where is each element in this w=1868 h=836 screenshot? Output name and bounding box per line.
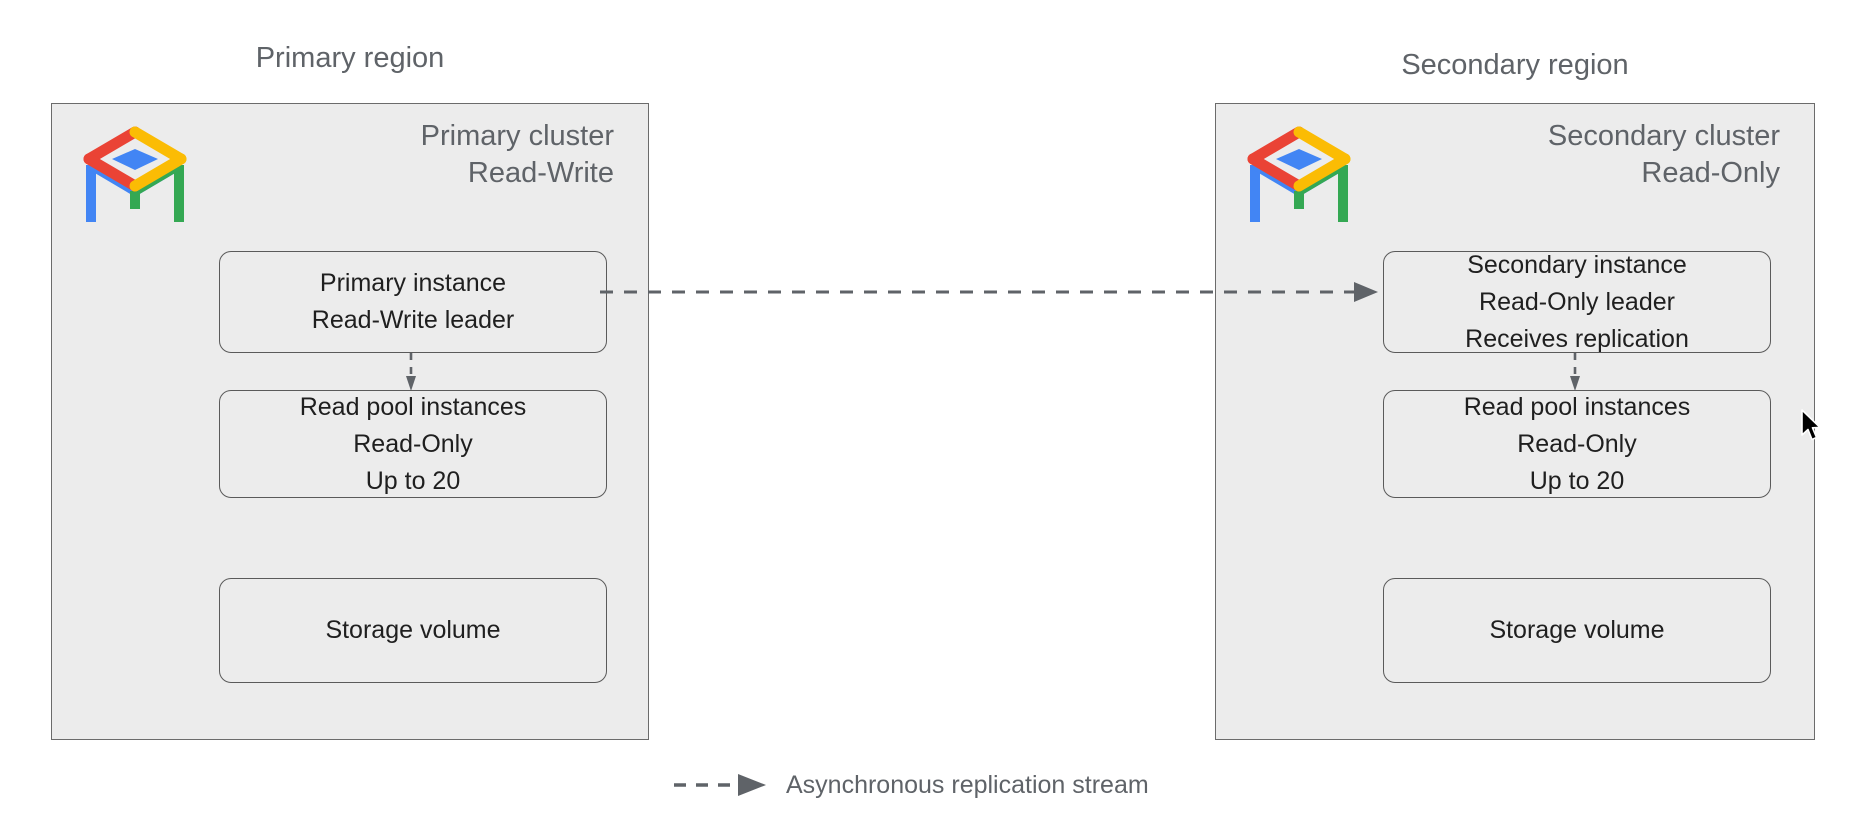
region-label-primary: Primary region: [255, 42, 445, 74]
node-secondary-read-pool[interactable]: Read pool instances Read-Only Up to 20: [1383, 390, 1771, 498]
cluster-panel-primary: Primary cluster Read-Write Primary insta…: [51, 103, 649, 740]
node-secondary-storage-volume[interactable]: Storage volume: [1383, 578, 1771, 683]
node-secondary-instance[interactable]: Secondary instance Read-Only leader Rece…: [1383, 251, 1771, 353]
legend: Asynchronous replication stream: [672, 765, 1149, 805]
asynchronous-replication-arrow: [600, 282, 1378, 302]
node-primary-instance[interactable]: Primary instance Read-Write leader: [219, 251, 607, 353]
alloydb-logo: [1247, 126, 1351, 222]
node-primary-storage-volume[interactable]: Storage volume: [219, 578, 607, 683]
alloydb-logo: [83, 126, 187, 222]
cluster-panel-secondary: Secondary cluster Read-Only Secondary in…: [1215, 103, 1815, 740]
region-label-secondary: Secondary region: [1401, 49, 1629, 81]
secondary-instance-to-read-pool-arrow: [1570, 353, 1580, 391]
primary-instance-to-read-pool-arrow: [406, 353, 416, 391]
cluster-title-primary: Primary cluster Read-Write: [420, 120, 614, 189]
cluster-title-secondary: Secondary cluster Read-Only: [1547, 120, 1780, 189]
node-primary-read-pool[interactable]: Read pool instances Read-Only Up to 20: [219, 390, 607, 498]
dashed-arrow-icon: [674, 774, 766, 796]
legend-label: Asynchronous replication stream: [786, 771, 1149, 799]
